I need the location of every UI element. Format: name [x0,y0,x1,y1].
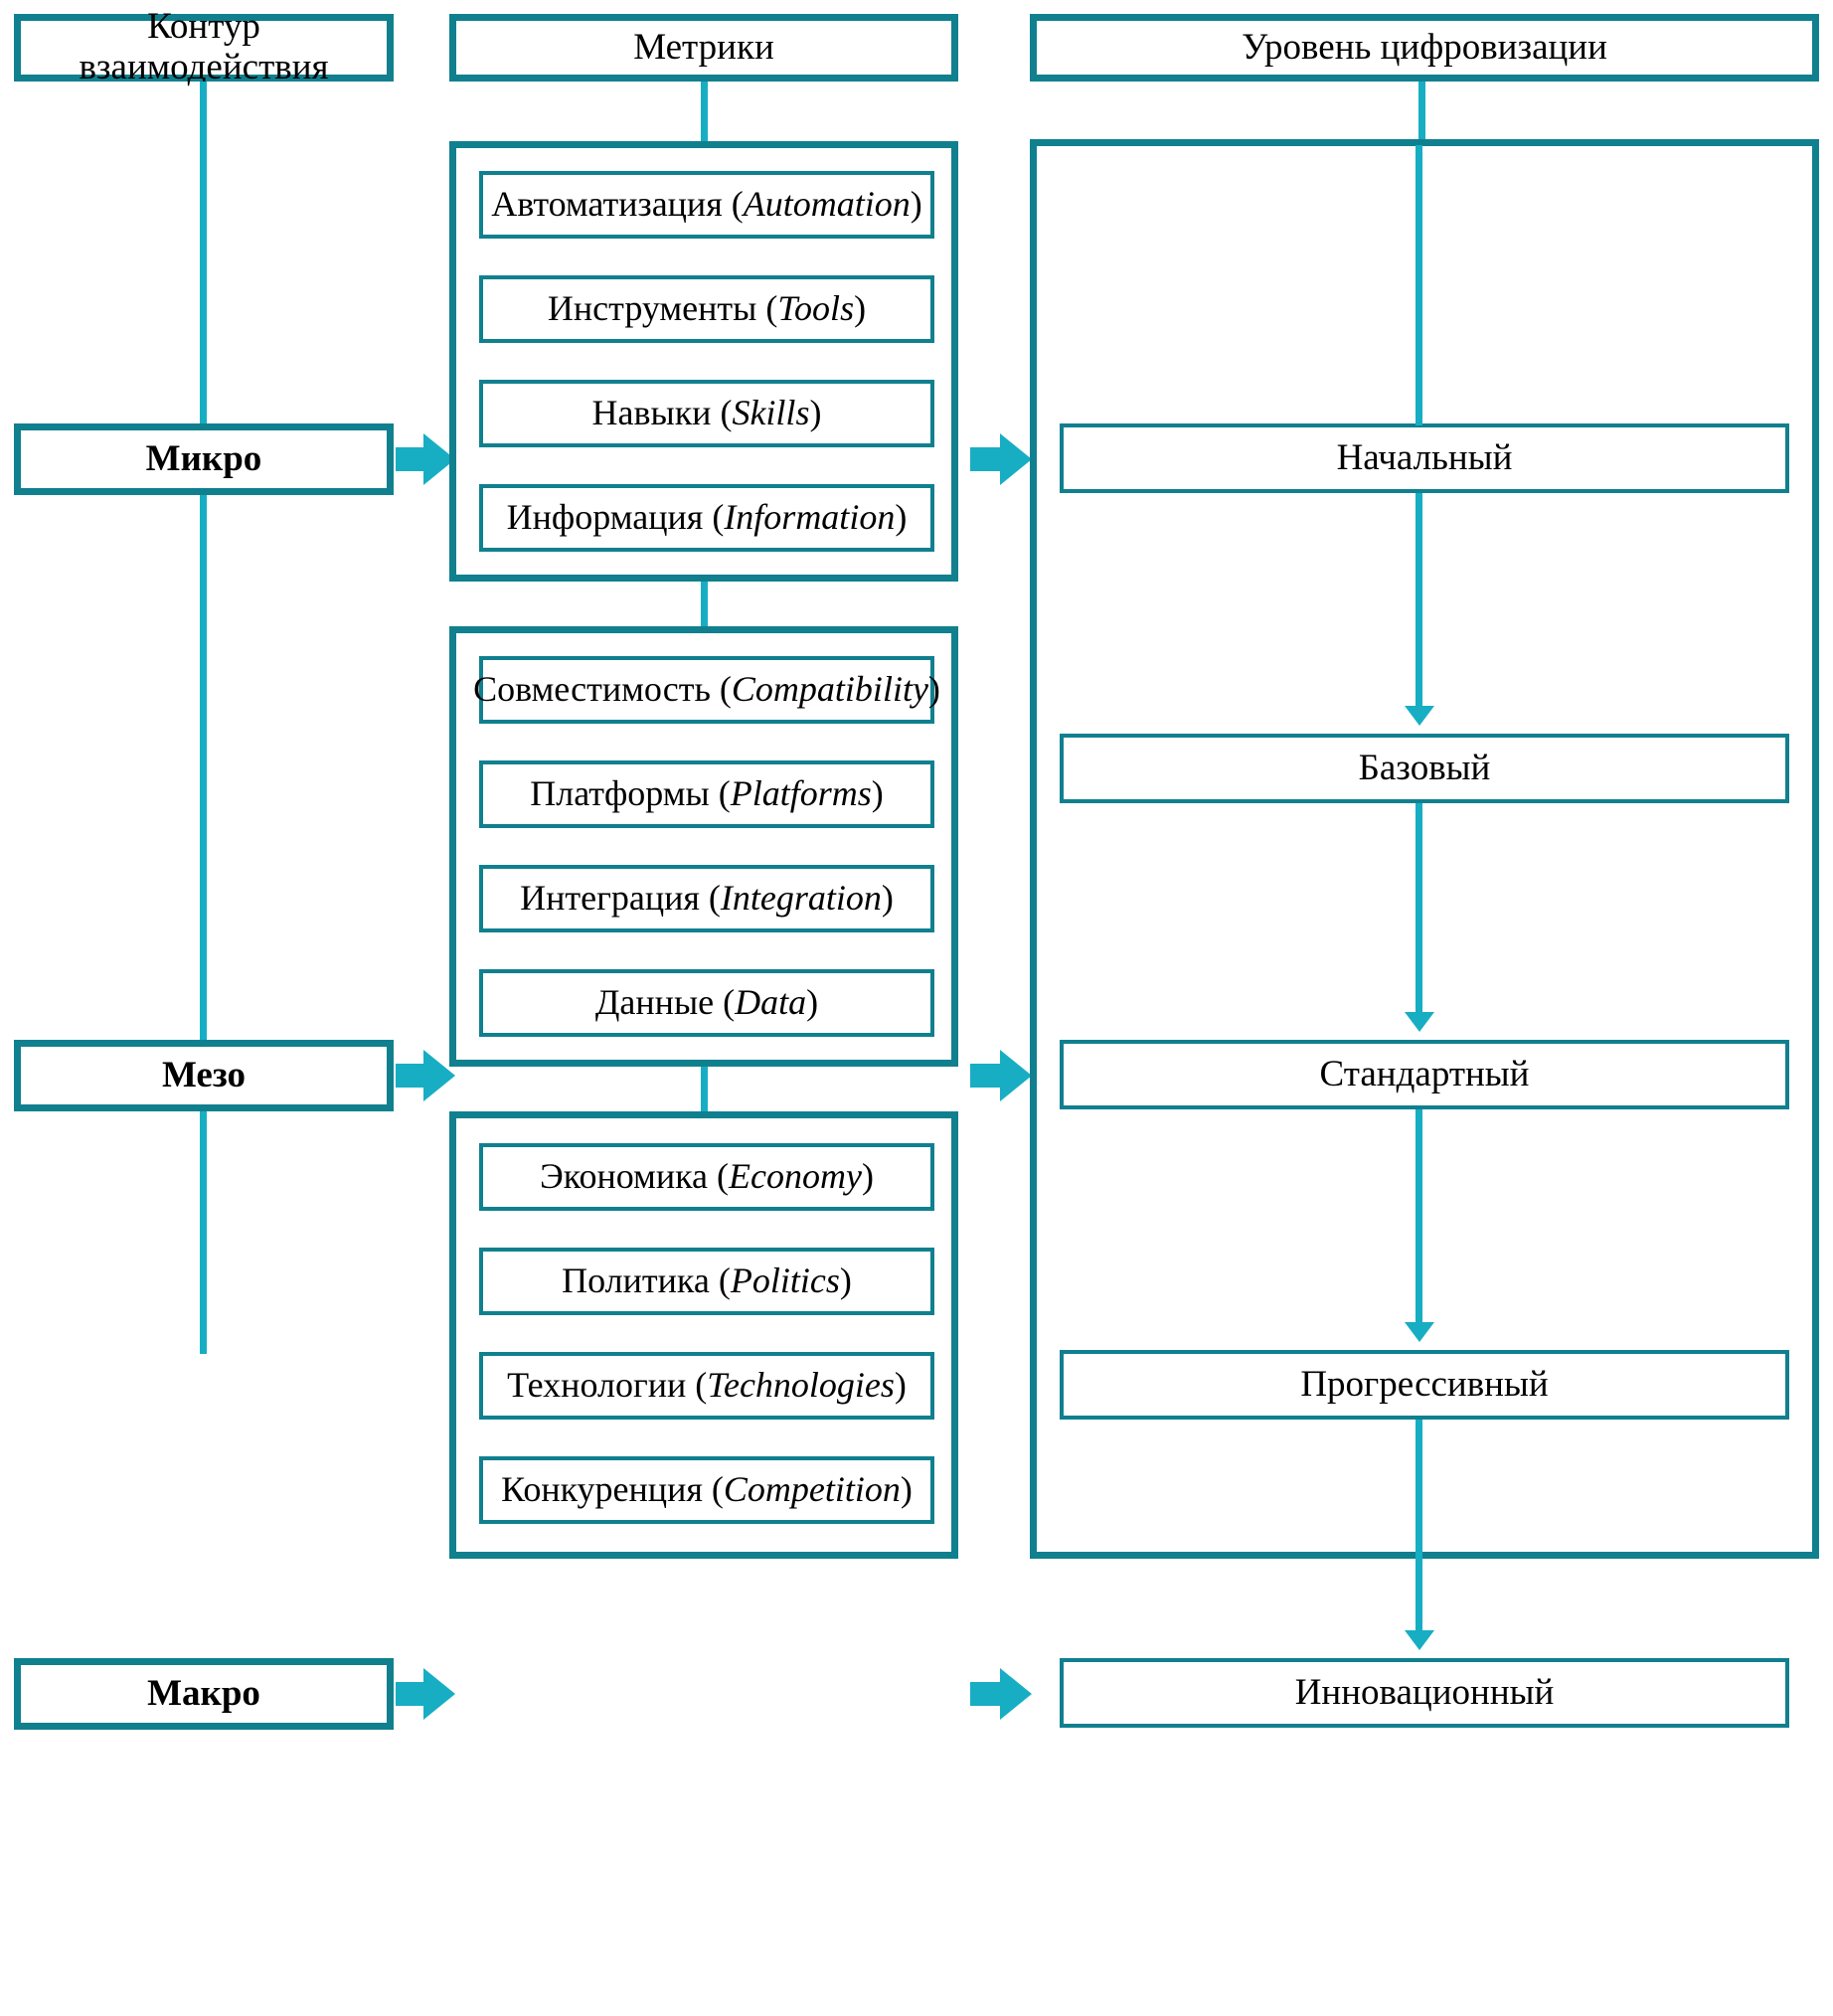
metric-ru-information: Информация [506,497,704,538]
metric-box-technologies[interactable]: Технологии (Technologies) [479,1352,934,1420]
level-box-2[interactable]: Базовый [1060,734,1789,803]
arrow-mezo-to-metrics [396,1050,455,1101]
metric-en-platforms: Platforms [730,773,872,814]
loops-spine-line [200,82,207,1354]
arrow-stem [1416,493,1422,708]
arrow-shaft [970,1064,1002,1088]
loop-box-macro[interactable]: Макро [14,1658,394,1730]
metric-ru-automation: Автоматизация [491,184,723,225]
metric-box-data[interactable]: Данные (Data) [479,969,934,1037]
metric-ru-skills: Навыки [591,393,712,433]
metric-box-politics[interactable]: Политика (Politics) [479,1248,934,1315]
arrow-head [423,1668,455,1720]
loop-label-macro: Макро [147,1672,260,1714]
arrow-head [1405,1012,1434,1032]
level-box-1[interactable]: Начальный [1060,423,1789,493]
metrics-group2-to-group3-line [701,1067,708,1114]
metric-ru-platforms: Платформы [530,773,710,814]
header-levels-label: Уровень цифровизации [1242,26,1607,68]
metric-ru-politics: Политика [562,1260,710,1301]
level-label-4: Прогрессивный [1300,1363,1549,1405]
levels-column-container [1030,139,1819,1559]
arrow-head [1000,1668,1032,1720]
levels-header-drop-line [1418,82,1425,139]
metric-en-competition: Competition [723,1469,901,1510]
arrow-stem [1416,803,1422,1014]
metric-box-automation[interactable]: Автоматизация (Automation) [479,171,934,239]
metric-ru-technologies: Технологии [507,1365,687,1406]
loop-box-micro[interactable]: Микро [14,423,394,495]
header-metrics-label: Метрики [633,26,774,68]
metric-box-platforms[interactable]: Платформы (Platforms) [479,760,934,828]
metric-ru-compatibility: Совместимость [473,669,711,710]
arrow-micro-metrics-to-levels [970,433,1032,485]
metric-en-integration: Integration [720,878,882,919]
metric-box-skills[interactable]: Навыки (Skills) [479,380,934,447]
header-levels: Уровень цифровизации [1030,14,1819,82]
metric-ru-data: Данные [594,982,715,1023]
metric-box-tools[interactable]: Инструменты (Tools) [479,275,934,343]
arrow-macro-metrics-to-levels [970,1668,1032,1720]
metric-box-information[interactable]: Информация (Information) [479,484,934,552]
level-box-4[interactable]: Прогрессивный [1060,1350,1789,1420]
metric-en-technologies: Technologies [707,1365,895,1406]
arrow-head [1000,1050,1032,1101]
metric-en-skills: Skills [732,393,810,433]
level-box-5[interactable]: Инновационный [1060,1658,1789,1728]
level-label-2: Базовый [1358,747,1491,788]
metric-en-tools: Tools [777,288,855,329]
metrics-header-drop-line [701,82,708,141]
loop-label-mezo: Мезо [161,1054,246,1095]
arrow-shaft [970,1682,1002,1706]
metric-ru-tools: Инструменты [547,288,757,329]
level-label-1: Начальный [1336,436,1513,478]
arrow-shaft [396,447,425,471]
arrow-stem [1416,1109,1422,1324]
metric-en-politics: Politics [730,1260,840,1301]
metric-en-compatibility: Compatibility [731,669,928,710]
header-loops: Контур взаимодействия [14,6,394,87]
arrow-head [1405,1630,1434,1650]
metric-en-information: Information [724,497,896,538]
arrow-shaft [396,1064,425,1088]
metric-ru-integration: Интеграция [520,878,700,919]
arrow-shaft [970,447,1002,471]
metric-box-integration[interactable]: Интеграция (Integration) [479,865,934,932]
arrow-stem [1416,1420,1422,1632]
metrics-group1-to-group2-line [701,582,708,629]
metric-ru-competition: Конкуренция [501,1469,703,1510]
header-metrics: Метрики [449,14,958,82]
arrow-micro-to-metrics [396,433,455,485]
metric-en-automation: Automation [743,184,911,225]
level-label-3: Стандартный [1319,1053,1530,1094]
level-label-5: Инновационный [1294,1671,1555,1713]
metric-box-compatibility[interactable]: Совместимость (Compatibility) [473,656,940,724]
loop-box-mezo[interactable]: Мезо [14,1040,394,1111]
arrow-head [1405,1322,1434,1342]
metric-box-competition[interactable]: Конкуренция (Competition) [479,1456,934,1524]
metric-box-economy[interactable]: Экономика (Economy) [479,1143,934,1211]
metric-en-data: Data [735,982,807,1023]
arrow-mezo-metrics-to-levels [970,1050,1032,1101]
arrow-macro-to-metrics [396,1668,455,1720]
metric-ru-economy: Экономика [540,1156,709,1197]
levels-top-connector-line [1416,145,1422,425]
header-loops-label: Контур взаимодействия [79,6,329,87]
metric-en-economy: Economy [729,1156,862,1197]
arrow-head [1405,706,1434,726]
level-box-3[interactable]: Стандартный [1060,1040,1789,1109]
loop-label-micro: Микро [145,437,262,479]
arrow-head [1000,433,1032,485]
arrow-shaft [396,1682,425,1706]
